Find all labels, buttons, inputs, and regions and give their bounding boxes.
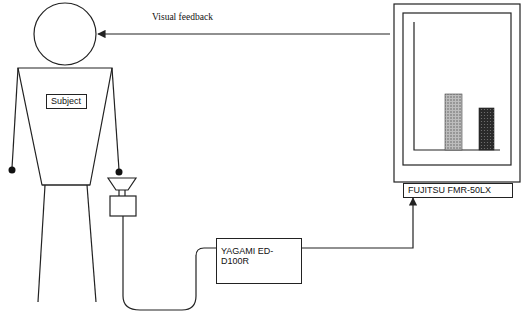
node-text: Subject [51, 96, 82, 106]
sensor-cable [123, 216, 216, 310]
subject-tag: Subject [46, 94, 87, 109]
arrow-label: Visual feedback [150, 12, 215, 22]
monitor-screen [403, 13, 511, 165]
node-text: YAGAMI ED-D100R [221, 246, 279, 267]
computer-base: FUJITSU FMR-50LX [403, 183, 513, 198]
amplifier-box: YAGAMI ED-D100R [216, 238, 302, 284]
node-text: FUJITSU FMR-50LX [408, 185, 508, 195]
connector [302, 198, 413, 248]
chart-bar [445, 94, 462, 150]
grip-handle [108, 178, 136, 190]
subject-hand [116, 169, 123, 176]
subject-torso [18, 68, 112, 185]
monitor-housing [394, 4, 520, 182]
chart-bar [479, 108, 494, 150]
subject-arm [12, 68, 18, 168]
subject-leg [38, 185, 45, 302]
grip-sensor [110, 196, 136, 216]
subject-arm [112, 68, 119, 170]
subject-head [34, 3, 96, 65]
subject-hip [42, 184, 90, 185]
subject-hand [9, 167, 16, 174]
grip-neck [119, 190, 125, 196]
chart-axis [414, 22, 500, 150]
subject-leg [87, 185, 96, 302]
feedback-arrow [98, 33, 390, 34]
